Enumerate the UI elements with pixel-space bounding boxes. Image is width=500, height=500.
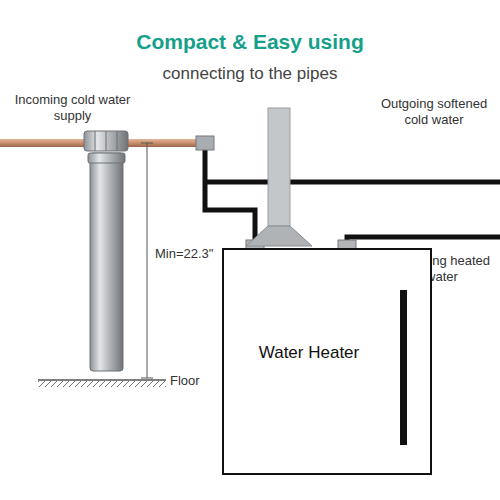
dimension-line <box>141 143 153 378</box>
floor-line <box>38 379 166 381</box>
pipe-label: Incoming cold water supply <box>10 92 135 125</box>
filter-housing <box>90 153 123 371</box>
heater-bar <box>400 290 407 445</box>
pipe-label: Outgoing softened cold water <box>374 96 494 129</box>
title: Compact & Easy using <box>0 30 500 54</box>
flue-hood <box>246 226 312 246</box>
subtitle: connecting to the pipes <box>0 63 500 84</box>
housing-ring <box>88 153 125 163</box>
filter-head <box>84 131 128 151</box>
heater-box: Water Heater <box>222 248 432 475</box>
node-text: Water Heater <box>244 342 374 364</box>
outgoing-pipes <box>205 147 500 246</box>
floor-label: Floor <box>170 373 230 389</box>
flue-pipe <box>268 108 290 226</box>
head-ridges <box>95 131 117 151</box>
tee-fitting <box>196 136 214 150</box>
floor-hatch <box>38 381 166 387</box>
